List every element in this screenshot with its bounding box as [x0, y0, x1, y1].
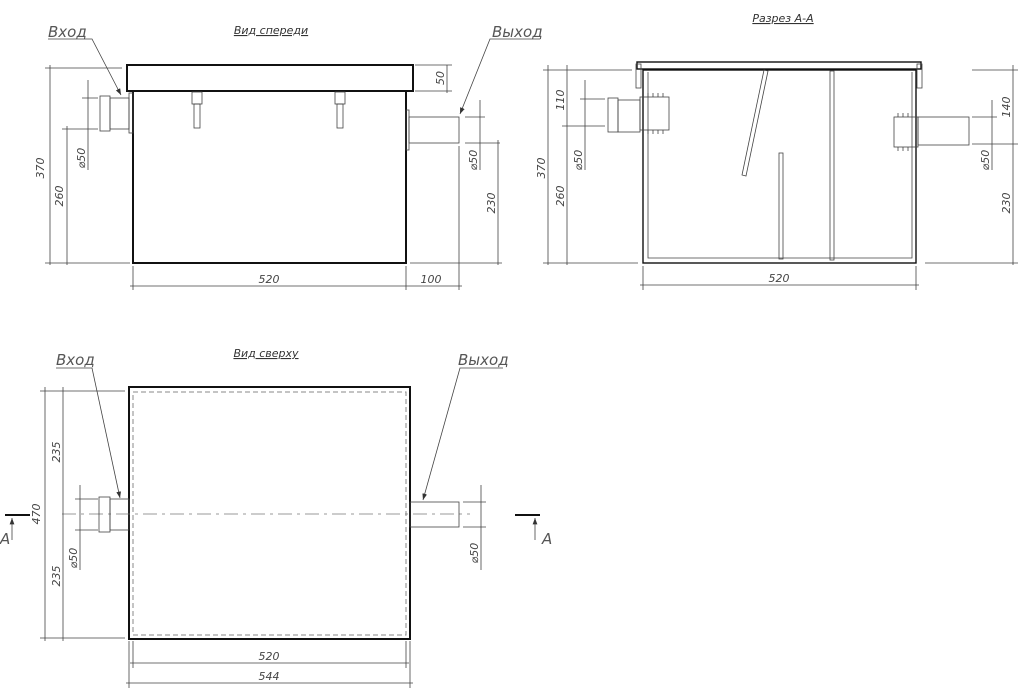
top-dimension-lines: [40, 387, 486, 688]
section-dimension-lines: [543, 65, 1018, 290]
dim-total-height: 370: [535, 158, 548, 179]
dim-outlet-height: 230: [1000, 193, 1013, 214]
dim-width: 520: [769, 272, 790, 285]
dim-width: 520: [259, 273, 280, 286]
tank-top: [128, 386, 411, 640]
dim-outlet-diameter: ⌀50: [468, 543, 481, 564]
lid: [126, 64, 414, 92]
tank-section: [642, 69, 917, 264]
section-view-title: Разрез А-А: [752, 12, 813, 25]
dim-outlet-diameter: ⌀50: [979, 150, 992, 171]
dim-inlet-height: 260: [53, 186, 66, 207]
outlet-label: Выход: [458, 351, 509, 369]
section-mark-right: А: [541, 530, 552, 548]
section-outlet: [893, 113, 970, 151]
outlet-pipe: [405, 109, 460, 151]
inlet-label: Вход: [56, 351, 95, 369]
dim-total-height: 370: [34, 158, 47, 179]
top-view: Вид сверху Вход Выход А А 470 235 235 ⌀5…: [0, 347, 552, 688]
latch: [334, 91, 346, 129]
dim-inlet-height: 260: [554, 186, 567, 207]
baffle: [778, 152, 784, 260]
dim-outlet-diameter: ⌀50: [467, 150, 480, 171]
tank-body: [132, 90, 407, 264]
dim-half-top: 235: [50, 442, 63, 463]
front-view-title: Вид спереди: [234, 24, 308, 37]
dim-inlet-diameter: ⌀50: [75, 148, 88, 169]
dim-inlet-top: 110: [554, 90, 567, 111]
front-view: Вид спереди Вход Выход 370 260 ⌀50 50 ⌀5…: [34, 23, 543, 290]
dim-inlet-diameter: ⌀50: [67, 548, 80, 569]
partition: [829, 70, 835, 261]
top-outlet: [409, 501, 460, 528]
dim-half-bottom: 235: [50, 566, 63, 587]
top-view-title: Вид сверху: [233, 347, 299, 360]
dim-outlet-height: 230: [485, 193, 498, 214]
outlet-label: Выход: [492, 23, 543, 41]
section-inlet: [607, 93, 670, 134]
inlet-pipe: [99, 92, 134, 134]
dim-outlet-length: 100: [421, 273, 442, 286]
top-inlet: [98, 496, 130, 533]
dim-lid: 50: [434, 71, 447, 85]
dimension-lines: [45, 64, 502, 290]
inlet-label: Вход: [48, 23, 87, 41]
section-view: Разрез А-А 370 110 260 ⌀50 140 230 ⌀50 5…: [535, 12, 1018, 290]
dim-inlet-diameter: ⌀50: [572, 150, 585, 171]
dim-depth: 470: [30, 504, 43, 525]
dim-outlet-top: 140: [1000, 97, 1013, 118]
latch: [191, 91, 203, 129]
dim-inner-width: 520: [259, 650, 280, 663]
slanted-baffle: [741, 69, 769, 177]
section-mark-left: А: [0, 530, 10, 548]
dim-outer-width: 544: [259, 670, 280, 683]
